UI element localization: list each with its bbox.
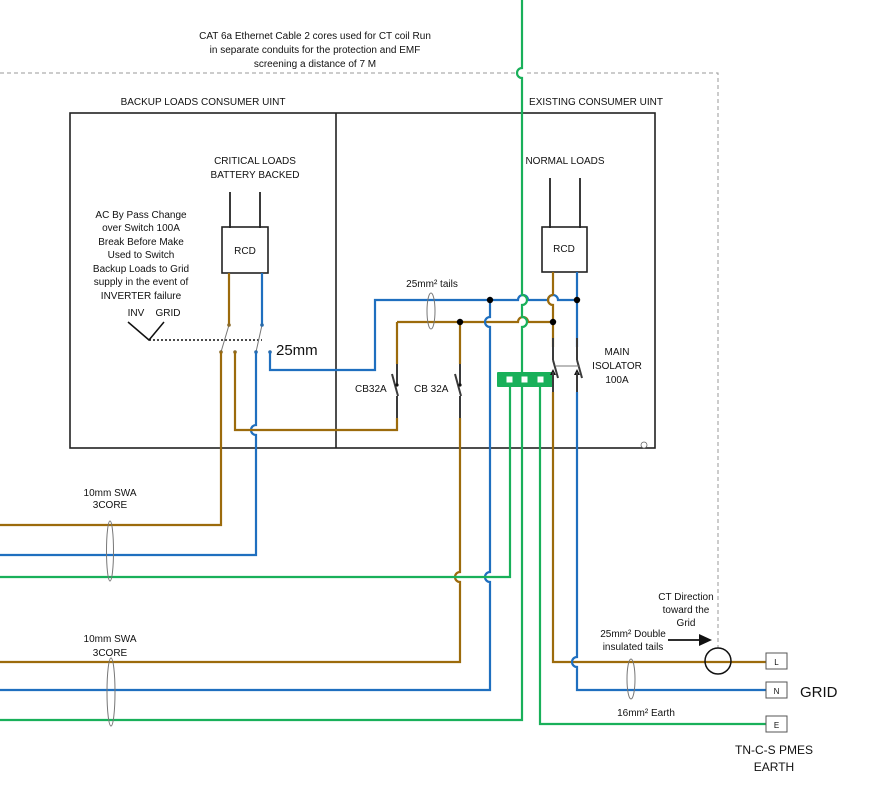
svg-text:INVERTER failure: INVERTER failure (101, 291, 182, 302)
isolator-blade-neutral (576, 359, 583, 379)
svg-text:supply in the event of: supply in the event of (94, 277, 189, 288)
cb-neutral-out (0, 300, 492, 692)
tails-bundle-marker-2 (626, 658, 636, 700)
earth-16mm-label: 16mm² Earth (617, 708, 675, 719)
swa1-label-2: 3CORE (93, 500, 128, 511)
bypass-switch-description: AC By Pass Change over Switch 100A Break… (93, 210, 189, 302)
existing-rcd (541, 226, 588, 273)
junction-dots (456, 296, 581, 326)
grid-neutral-to-tails (268, 298, 486, 372)
ct-clamp-icon (704, 647, 732, 675)
existing-unit-title: EXISTING CONSUMER UINT (529, 97, 663, 108)
earth-to-pmes (538, 380, 766, 726)
consumer-units-enclosure (69, 112, 656, 449)
cable-size-25mm-label: 25mm (276, 342, 318, 359)
svg-text:over Switch 100A: over Switch 100A (102, 223, 180, 234)
earth-main-run (0, 0, 529, 722)
critical-loads-label-1: CRITICAL LOADS (214, 156, 296, 167)
existing-rcd-label: RCD (553, 244, 575, 255)
double-tails-label-1: 25mm² Double (600, 629, 666, 640)
swa1-label-1: 10mm SWA (84, 488, 137, 499)
terminal-e (765, 715, 788, 733)
backup-rcd-label: RCD (234, 246, 256, 257)
svg-text:N: N (774, 687, 780, 696)
neutral-bus (486, 293, 577, 302)
isolator-blade-live (552, 359, 559, 379)
terminal-l (765, 652, 788, 670)
cb1-label: CB32A (355, 384, 387, 395)
swa1-bundle-marker (106, 520, 114, 582)
terminal-n (765, 681, 788, 699)
main-isolator-label-1: MAIN (605, 347, 630, 358)
corner-marker (640, 441, 648, 449)
ct-direction-label-2: toward the (663, 605, 710, 616)
backup-unit-title: BACKUP LOADS CONSUMER UINT (121, 97, 286, 108)
ct-cable-route (0, 72, 719, 648)
main-isolator-label-3: 100A (605, 375, 629, 386)
switch-blade-neutral (255, 324, 263, 353)
cb2-label: CB 32A (414, 384, 449, 395)
swa2-label-1: 10mm SWA (84, 634, 137, 645)
live-bus (397, 315, 553, 324)
grid-neutral-tail (570, 392, 766, 692)
earthing-label-1: TN-C-S PMES (735, 743, 813, 757)
cb1-switch-icon (391, 373, 399, 397)
backup-rcd (221, 226, 269, 274)
arrow-head-icon (699, 634, 712, 646)
cb2-switch-icon (454, 373, 462, 397)
main-isolator-label-2: ISOLATOR (592, 361, 642, 372)
ct-cable-note-line1: CAT 6a Ethernet Cable 2 cores used for C… (199, 31, 431, 42)
ct-cable-note-line2: in separate conduits for the protection … (210, 45, 421, 56)
cb2-live-out (0, 418, 462, 664)
ct-direction-label-3: Grid (677, 618, 696, 629)
svg-text:AC By Pass Change: AC By Pass Change (95, 210, 187, 221)
svg-text:Used to Switch: Used to Switch (108, 250, 175, 261)
switch-blade-live (220, 324, 230, 353)
svg-text:Backup Loads to Grid: Backup Loads to Grid (93, 264, 189, 275)
normal-loads-label: NORMAL LOADS (525, 156, 604, 167)
ct-cable-note-line3: screening a distance of 7 M (254, 59, 376, 70)
ct-direction-label-1: CT Direction (658, 592, 713, 603)
inverter-live-feed (0, 352, 223, 527)
swa2-bundle-marker (106, 657, 116, 727)
critical-loads-label-2: BATTERY BACKED (211, 170, 300, 181)
grid-label: GRID (800, 684, 838, 701)
earth-swa1 (0, 380, 512, 579)
tails-label: 25mm² tails (406, 279, 458, 290)
grid-live-to-cb1 (233, 352, 399, 432)
earthing-label-2: EARTH (754, 760, 794, 774)
svg-text:Break Before Make: Break Before Make (98, 237, 184, 248)
grid-live-tail (551, 392, 766, 664)
svg-text:E: E (774, 721, 779, 730)
changeover-selector-icon (127, 321, 165, 342)
swa2-label-2: 3CORE (93, 648, 128, 659)
grid-position-label: GRID (156, 308, 181, 319)
inv-label: INV (128, 308, 145, 319)
svg-text:L: L (774, 658, 779, 667)
tails-bundle-marker (426, 292, 436, 330)
double-tails-label-2: insulated tails (603, 642, 664, 653)
